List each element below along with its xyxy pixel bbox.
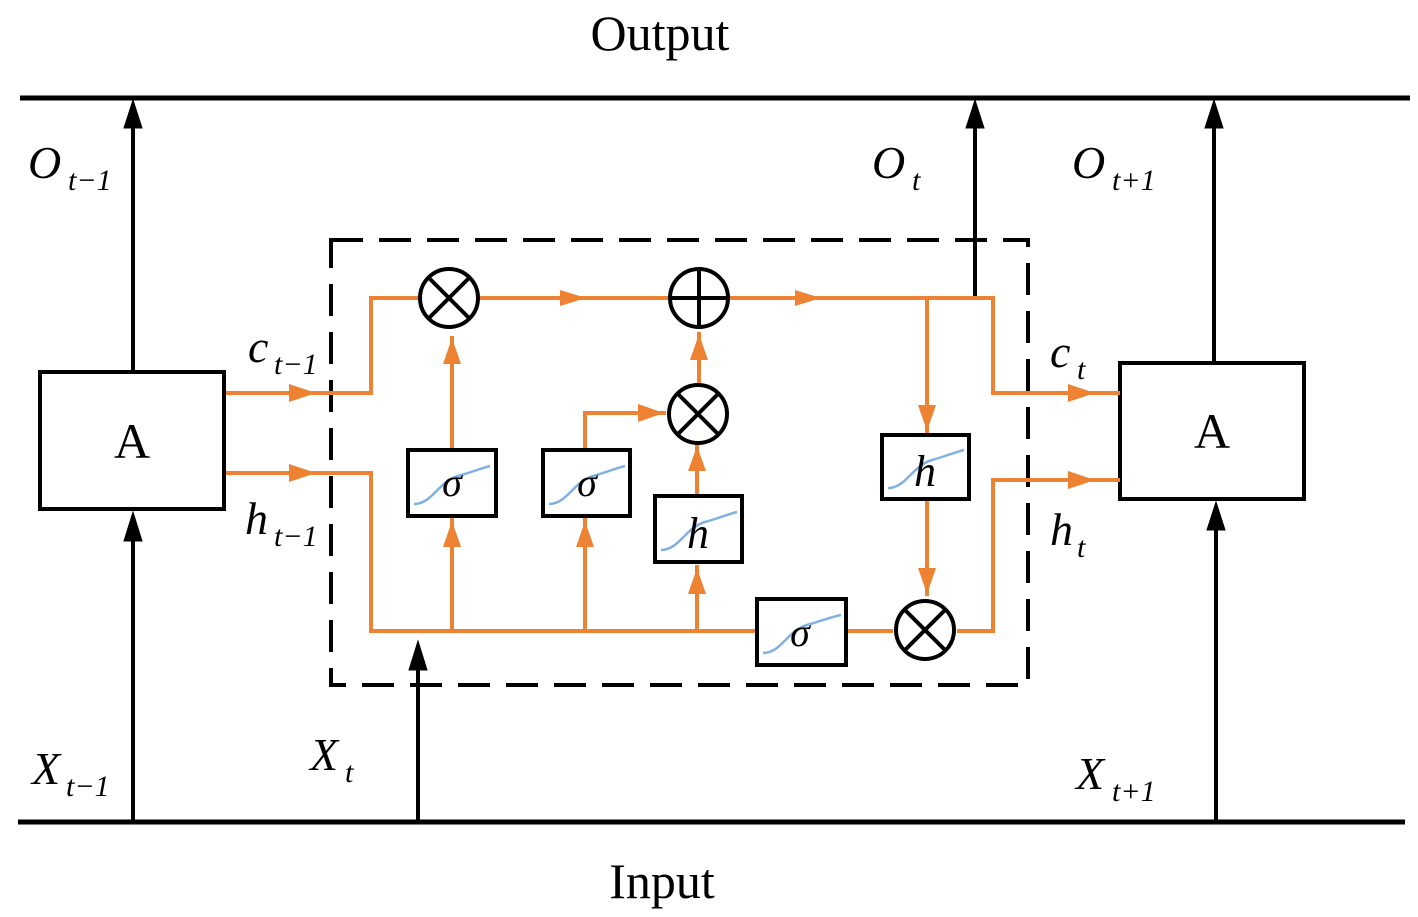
- svg-text:t−1: t−1: [274, 348, 318, 381]
- input-gate-box: σ: [541, 448, 632, 518]
- svg-text:t: t: [1077, 531, 1086, 564]
- label-x-prev: X t−1: [30, 743, 110, 803]
- svg-text:A: A: [114, 413, 150, 469]
- svg-text:c: c: [1050, 326, 1070, 377]
- label-c-cur: c t: [1050, 326, 1086, 386]
- multiply-output-icon: [894, 599, 956, 661]
- svg-text:t−1: t−1: [66, 770, 110, 803]
- cell-tanh-box: h: [880, 433, 971, 501]
- multiply-input-icon: [667, 383, 729, 445]
- output-title: Output: [591, 5, 730, 61]
- svg-text:h: h: [914, 447, 936, 496]
- svg-text:t−1: t−1: [68, 164, 112, 197]
- svg-text:t+1: t+1: [1112, 164, 1156, 197]
- svg-text:σ: σ: [790, 610, 811, 655]
- input-label: Input: [609, 853, 715, 909]
- svg-text:O: O: [28, 137, 61, 188]
- label-o-cur: O t: [872, 137, 921, 197]
- add-icon: [668, 267, 730, 329]
- multiply-forget-icon: [418, 267, 480, 329]
- right-cell-a: A: [1118, 361, 1306, 501]
- svg-text:A: A: [1194, 403, 1230, 459]
- svg-text:σ: σ: [577, 460, 598, 505]
- svg-text:X: X: [30, 743, 62, 794]
- forget-gate-box: σ: [406, 448, 498, 518]
- svg-text:X: X: [308, 729, 340, 780]
- svg-text:h: h: [1050, 504, 1073, 555]
- label-h-prev: h t−1: [245, 493, 318, 553]
- svg-text:t: t: [912, 164, 921, 197]
- svg-text:c: c: [248, 321, 268, 372]
- svg-text:X: X: [1074, 748, 1106, 799]
- svg-text:t+1: t+1: [1112, 775, 1156, 808]
- svg-text:t: t: [345, 756, 354, 789]
- svg-text:h: h: [687, 509, 709, 558]
- output-gate-box: σ: [755, 597, 848, 667]
- candidate-gate-box: h: [653, 494, 744, 564]
- orange-flow-lines: [226, 296, 1120, 633]
- left-cell-a: A: [38, 370, 226, 511]
- orange-arrowheads: [289, 290, 1095, 594]
- svg-text:O: O: [872, 137, 905, 188]
- label-x-next: X t+1: [1074, 748, 1156, 808]
- svg-text:t: t: [1077, 353, 1086, 386]
- lstm-cell-boundary: [329, 238, 1030, 687]
- label-c-prev: c t−1: [248, 321, 318, 381]
- black-arrows: [123, 98, 1226, 822]
- label-o-next: O t+1: [1072, 137, 1156, 197]
- svg-text:O: O: [1072, 137, 1105, 188]
- svg-text:t−1: t−1: [274, 520, 318, 553]
- svg-text:h: h: [245, 493, 268, 544]
- label-x-cur: X t: [308, 729, 354, 789]
- svg-text:σ: σ: [442, 460, 463, 505]
- label-o-prev: O t−1: [28, 137, 112, 197]
- label-h-cur: h t: [1050, 504, 1086, 564]
